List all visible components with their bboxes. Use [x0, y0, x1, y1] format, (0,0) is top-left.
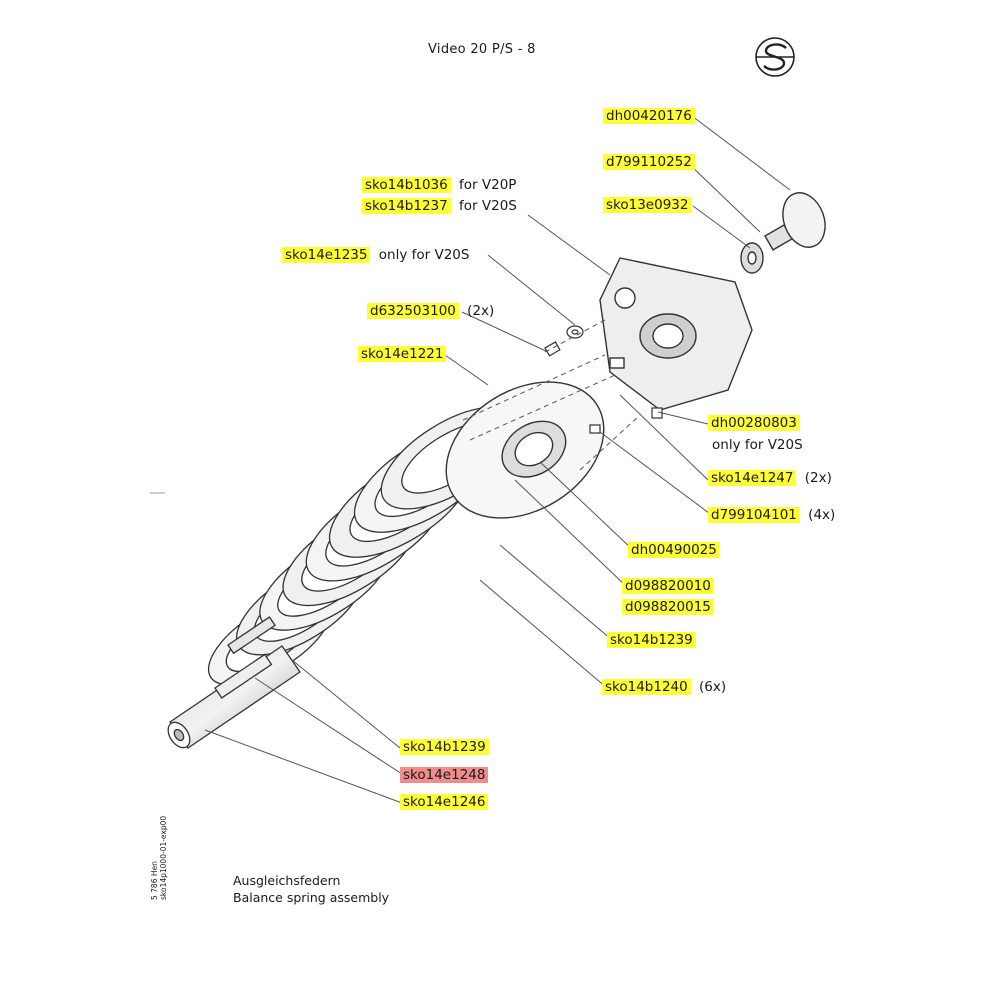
part-label[interactable]: sko14e1246: [400, 793, 489, 812]
manufacturer-logo: [755, 37, 795, 77]
part-number: sko14b1239: [607, 632, 696, 648]
part-number: d098820015: [622, 599, 714, 615]
part-number: sko13e0932: [603, 197, 692, 213]
part-number: sko14e1235: [282, 247, 371, 263]
part-number-selected: sko14e1248: [400, 767, 489, 783]
caption-german: Ausgleichsfedern: [233, 873, 341, 888]
part-note-line: only for V20S: [712, 436, 803, 455]
part-label[interactable]: sko14b1237 for V20S: [362, 197, 517, 216]
drawing-title: Video 20 P/S - 8: [428, 42, 536, 57]
screws: [544, 325, 663, 434]
caption-english: Balance spring assembly: [233, 890, 390, 905]
drawing-reference-line2: sko14p1000-01-exp00: [159, 815, 168, 900]
part-label[interactable]: dh00420176: [603, 107, 695, 126]
part-number: sko14e1221: [358, 346, 447, 362]
part-number: sko14b1237: [362, 198, 451, 214]
part-number: d632503100: [367, 303, 459, 319]
housing: [599, 257, 753, 411]
shaft: [167, 616, 301, 749]
drawing-reference: 5 786 Hen sko14p1000-01-exp00: [150, 815, 168, 900]
part-number: dh00490025: [628, 542, 720, 558]
part-label[interactable]: sko14b1239: [400, 738, 489, 757]
part-note: (2x): [467, 303, 495, 319]
leader-lines: [204, 115, 791, 804]
adjust-knob: [740, 192, 826, 274]
part-label[interactable]: d098820010: [622, 577, 714, 596]
part-number: dh00280803: [708, 415, 800, 431]
part-label-selected[interactable]: sko14e1248: [400, 766, 489, 785]
part-label[interactable]: sko14b1239: [607, 631, 696, 650]
part-label[interactable]: sko14e1235 only for V20S: [282, 246, 469, 265]
part-label[interactable]: sko14b1036 for V20P: [362, 176, 516, 195]
part-number: dh00420176: [603, 108, 695, 124]
part-label[interactable]: sko13e0932: [603, 196, 692, 215]
part-note: for V20S: [459, 198, 517, 214]
part-note: (2x): [804, 470, 832, 486]
part-label[interactable]: d799110252: [603, 153, 695, 172]
part-note: only for V20S: [378, 247, 470, 263]
drawing-reference-line1: 5 786 Hen: [150, 861, 159, 900]
part-label[interactable]: d098820015: [622, 598, 714, 617]
part-label[interactable]: dh00280803: [708, 414, 800, 433]
part-label[interactable]: d632503100 (2x): [367, 302, 494, 321]
part-note: only for V20S: [712, 437, 803, 453]
part-number: sko14b1239: [400, 739, 489, 755]
part-note: (6x): [699, 679, 727, 695]
part-number: d799110252: [603, 154, 695, 170]
part-label[interactable]: sko14e1247 (2x): [708, 469, 832, 488]
part-label[interactable]: sko14b1240 (6x): [602, 678, 726, 697]
part-number: sko14e1246: [400, 794, 489, 810]
part-number: sko14b1240: [602, 679, 691, 695]
bearing-plate: [445, 381, 605, 519]
part-label[interactable]: sko14e1221: [358, 345, 447, 364]
assembly-lines: [462, 319, 641, 471]
part-number: sko14e1247: [708, 470, 797, 486]
part-number: d098820010: [622, 578, 714, 594]
part-number: sko14b1036: [362, 177, 451, 193]
part-note: (4x): [808, 507, 836, 523]
part-label[interactable]: d799104101 (4x): [708, 506, 835, 525]
part-number: d799104101: [708, 507, 800, 523]
part-label[interactable]: dh00490025: [628, 541, 720, 560]
part-note: for V20P: [459, 177, 517, 193]
